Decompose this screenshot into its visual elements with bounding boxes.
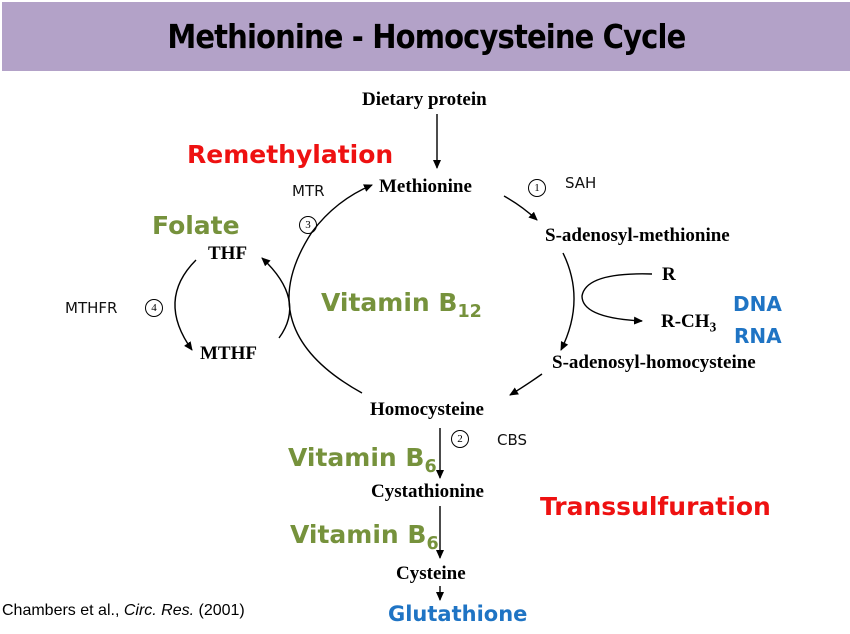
enzyme-mthfr-label: MTHFR (65, 299, 118, 317)
enzyme-sah-label: SAH (565, 174, 597, 192)
vitamin-b12-base: Vitamin B (321, 288, 458, 317)
citation-year: (2001) (194, 602, 245, 619)
methylated-r-base: R-CH (661, 311, 710, 332)
methylated-r-label: R-CH3 (661, 311, 717, 335)
enzyme-mtr-label: MTR (292, 182, 325, 200)
enzyme-1-number-badge: 1 (528, 179, 546, 197)
mthf-label: MTHF (200, 343, 257, 364)
vitamin-b6-base: Vitamin B (290, 520, 427, 549)
enzyme-cbs-label: CBS (497, 431, 528, 449)
diagram-title: Methionine - Homocysteine Cycle (166, 17, 686, 56)
arrow-mthf-to-thf (261, 257, 291, 339)
methionine-label: Methionine (379, 176, 472, 197)
vitamin-b12-label: Vitamin B12 (321, 288, 482, 321)
dietary-protein-label: Dietary protein (362, 89, 487, 110)
title-banner: Methionine - Homocysteine Cycle (2, 2, 850, 71)
dna-label: DNA (733, 292, 782, 316)
vitamin-b6-subscript: 6 (426, 534, 439, 555)
cystathionine-label: Cystathionine (371, 481, 484, 502)
folate-label: Folate (152, 211, 240, 240)
arrow-r-to-rch3 (581, 273, 653, 325)
citation-authors: Chambers et al., (2, 602, 124, 619)
thf-label: THF (208, 243, 248, 264)
arrow-sam-to-sah (560, 252, 575, 351)
rna-label: RNA (734, 324, 782, 348)
citation: Chambers et al., Circ. Res. (2001) (2, 602, 245, 620)
citation-journal: Circ. Res. (123, 602, 195, 619)
enzyme-4-number-badge: 4 (145, 299, 163, 317)
vitamin-b6-label-2: Vitamin B6 (290, 520, 439, 553)
sam-label: S-adenosyl-methionine (545, 225, 730, 246)
enzyme-3-number-badge: 3 (299, 216, 317, 234)
glutathione-label: Glutathione (388, 602, 528, 626)
arrow-thf-to-mthf (174, 259, 197, 351)
cysteine-label: Cysteine (396, 563, 466, 584)
homocysteine-label: Homocysteine (370, 399, 484, 420)
arrow-homocysteine-to-methionine (288, 184, 373, 394)
vitamin-b6-subscript: 6 (424, 457, 437, 478)
arrow-methionine-to-sam (503, 195, 538, 221)
vitamin-b12-subscript: 12 (457, 302, 482, 323)
enzyme-2-number-badge: 2 (451, 430, 469, 448)
vitamin-b6-label-1: Vitamin B6 (288, 443, 437, 476)
methylated-r-subscript: 3 (709, 319, 717, 335)
vitamin-b6-base: Vitamin B (288, 443, 425, 472)
remethylation-label: Remethylation (187, 140, 394, 169)
sah-label: S-adenosyl-homocysteine (552, 352, 756, 373)
r-group-label: R (662, 264, 676, 285)
arrow-sah-to-homocysteine (509, 373, 543, 396)
transsulfuration-label: Transsulfuration (540, 492, 771, 521)
